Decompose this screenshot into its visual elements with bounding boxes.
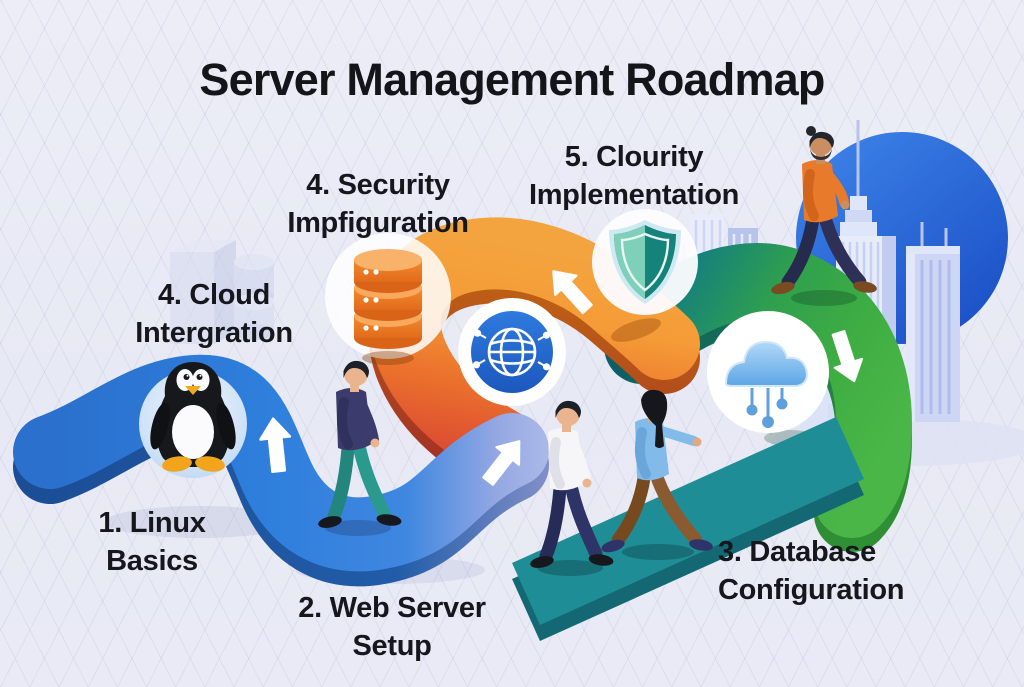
server-stack-icon xyxy=(325,233,451,365)
globe-network-icon xyxy=(458,298,566,406)
walker-white-shirt xyxy=(530,400,614,576)
security-shield-icon xyxy=(592,209,698,315)
tux-penguin-icon xyxy=(139,362,247,478)
cloud-connect-icon xyxy=(707,311,829,433)
step-label-cloud-intergration: 4. Cloud Intergration xyxy=(135,279,293,349)
buildings-left-faint xyxy=(170,240,274,344)
walker-orange-shirt xyxy=(771,126,877,306)
step-label-database-configuration: 3. Database Configuration xyxy=(718,536,905,606)
page-title: Server Management Roadmap xyxy=(199,54,825,105)
step-label-security-impfiguration: 4. Security Impfiguration xyxy=(287,169,469,239)
walker-navy-sweater xyxy=(318,360,402,536)
step-label-clourity-implementation: 5. Clourity Implementation xyxy=(528,141,740,211)
walker-blue-top-woman xyxy=(601,389,713,560)
step-label-web-server-setup: 2. Web Server Setup xyxy=(298,592,486,662)
step-label-linux-basics: 1. Linux Basics xyxy=(98,507,206,577)
